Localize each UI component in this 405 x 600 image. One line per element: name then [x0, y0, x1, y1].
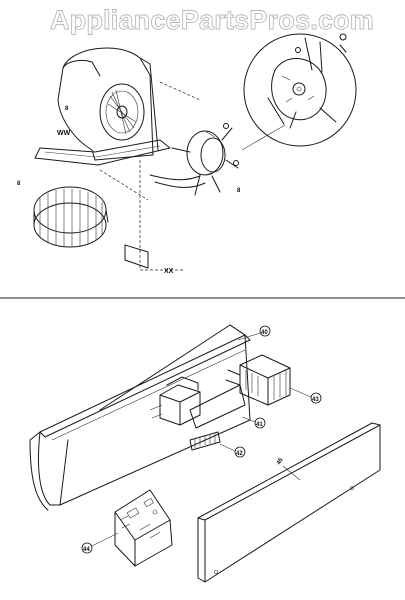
blower-motor	[149, 123, 239, 196]
callout-41: 41	[241, 416, 266, 429]
callout-45-label: 45	[276, 457, 285, 466]
blower-housing	[34, 47, 171, 166]
callout-43: 43	[289, 387, 322, 404]
control-box-channel	[29, 324, 251, 511]
callout-44-label: 44	[83, 547, 90, 553]
terminal-strip	[189, 431, 221, 451]
callout-xx: XX	[164, 268, 174, 275]
blower-assembly: 8 WW 8 8 XX	[17, 33, 357, 275]
callout-42-label: 42	[236, 451, 243, 457]
callout-40: 40	[237, 325, 271, 341]
callout-42: 42	[219, 443, 246, 458]
callout-43-label: 43	[312, 397, 319, 403]
terminal-block	[225, 354, 291, 406]
callout-40-label: 40	[261, 330, 268, 336]
watermark-text: AppliancePartsPros.com	[50, 5, 374, 35]
relay	[149, 376, 201, 426]
callout-motor: 8	[237, 188, 241, 194]
callout-45: 45	[276, 457, 301, 481]
front-panel	[197, 422, 381, 583]
blower-wheel	[33, 186, 109, 248]
callout-blower-housing: 8	[65, 106, 69, 112]
callout-41-label: 41	[256, 422, 263, 428]
callout-44: 44	[81, 532, 119, 554]
callout-wheel: 8	[17, 181, 21, 187]
control-box-assembly: 40 43 41 42 45 44	[29, 324, 381, 583]
motor-mount-detail	[243, 33, 357, 147]
control-board	[114, 489, 173, 567]
callout-ww: WW	[57, 130, 71, 137]
